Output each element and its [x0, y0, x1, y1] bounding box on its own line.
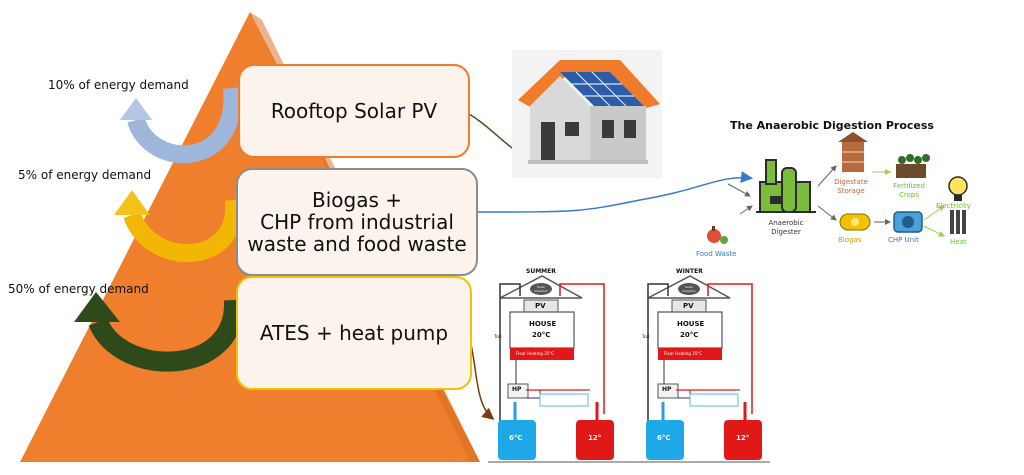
share-ates-label: 50% of energy demand — [8, 282, 149, 296]
ates-summer-side: Tcol — [494, 334, 502, 339]
ates-winter-schematic — [646, 275, 762, 460]
ates-winter-title: WINTER — [676, 268, 703, 275]
tier-biogas-box: Biogas + CHP from industrial waste and f… — [236, 168, 478, 276]
ates-summer-hp: HP — [512, 386, 522, 393]
digestion-fertilized: Fertilized Crops — [893, 182, 925, 199]
ates-summer-solar: Solar Collector — [534, 285, 548, 293]
tier-biogas-line3: waste and food waste — [247, 232, 467, 256]
electricity-bulb-icon — [948, 176, 968, 201]
tier-solar-box: Rooftop Solar PV — [238, 64, 470, 158]
digestion-food-waste: Food Waste — [696, 250, 737, 258]
ates-summer-warm: 12° — [588, 434, 602, 442]
tier-biogas-line2: CHP from industrial — [260, 210, 454, 234]
ates-winter-hp: HP — [662, 386, 672, 393]
ates-winter-house: HOUSE — [677, 320, 705, 328]
digestion-graphic — [707, 132, 968, 244]
house-illustration — [512, 50, 662, 178]
heat-radiator-icon — [950, 210, 966, 234]
ates-winter-solar: Solar Collector — [682, 285, 696, 293]
tier-ates-label: ATES + heat pump — [259, 321, 449, 345]
ates-winter-warm: 12° — [736, 434, 750, 442]
arrow-biogas-share — [114, 190, 244, 263]
ates-summer-cold: 6°C — [509, 434, 523, 442]
ates-winter-temp: 20°C — [680, 331, 699, 339]
arrow-solar-share — [120, 87, 242, 164]
share-biogas-label: 5% of energy demand — [18, 168, 152, 182]
arrow-ates-share — [74, 292, 245, 372]
digestate-storage-icon — [838, 132, 868, 172]
digestion-electricity: Electricity — [936, 202, 971, 210]
digestion-heat: Heat — [950, 238, 967, 246]
ates-summer-schematic — [498, 275, 614, 460]
digestion-title: The Anaerobic Digestion Process — [730, 119, 934, 132]
ates-summer-floor: Floor Heating 35°C — [516, 351, 555, 356]
biogas-tank-icon — [839, 213, 871, 231]
share-solar-label: 10% of energy demand — [48, 78, 189, 92]
ates-summer-house: HOUSE — [529, 320, 557, 328]
ates-winter-cold: 6°C — [657, 434, 671, 442]
chp-unit-icon — [893, 211, 923, 233]
tier-biogas-line1: Biogas + — [312, 188, 402, 212]
ates-summer-title: SUMMER — [526, 268, 556, 275]
digestion-digester: Anaerobic Digester — [768, 219, 804, 236]
food-waste-icon — [707, 226, 728, 244]
ates-summer-pv: PV — [535, 302, 546, 310]
tier-solar-label: Rooftop Solar PV — [270, 99, 438, 123]
digestion-digestate: Digestate Storage — [834, 178, 868, 195]
digester-icon — [756, 159, 816, 213]
ates-winter-pv: PV — [683, 302, 694, 310]
digestion-chp: CHP Unit — [888, 236, 919, 244]
ates-winter-side: Tcol — [642, 334, 650, 339]
ates-winter-floor: Floor Heating 35°C — [664, 351, 703, 356]
tier-ates-box: ATES + heat pump — [236, 276, 472, 390]
ates-summer-temp: 20°C — [532, 331, 551, 339]
digestion-biogas: Biogas — [838, 236, 862, 244]
fertilized-crops-icon — [896, 154, 930, 178]
connector-biogas-digester — [477, 171, 753, 213]
